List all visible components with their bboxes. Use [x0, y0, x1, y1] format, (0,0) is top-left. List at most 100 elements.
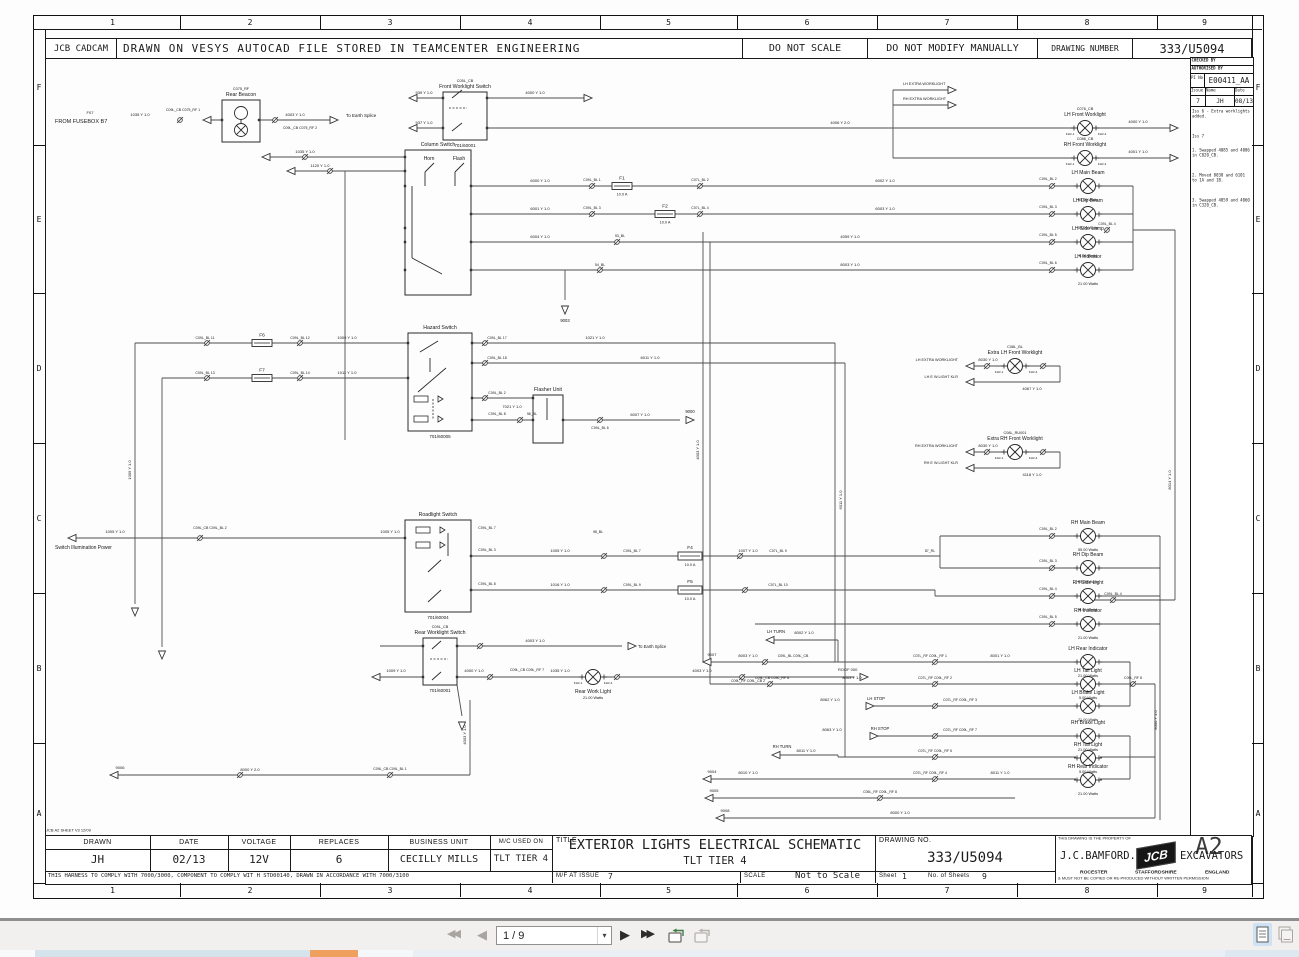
- sheet-size-code: A2: [1195, 834, 1223, 860]
- title-block-line: [290, 835, 291, 871]
- wire-label: 4059 Y 1.0: [840, 234, 860, 239]
- grid-row-ref-right: D: [1252, 293, 1264, 444]
- lamp-rh-rear-indicator: [1074, 772, 1102, 788]
- voltage-label: VOLTAGE: [241, 838, 277, 846]
- wire-label: C09L_CB C09L_RF 7: [510, 668, 544, 672]
- wire-label: 1035 Y 1.0: [130, 112, 150, 117]
- lamp-rh-main-beam: [1074, 528, 1102, 544]
- wire-label: KLR-1: [1066, 132, 1075, 136]
- single-page-view-button[interactable]: [1253, 923, 1272, 946]
- wire-label: 4000 Y 1.0: [1128, 119, 1148, 124]
- strip-left-gap: [0, 950, 35, 957]
- page-dropdown-caret-icon[interactable]: ▾: [597, 927, 611, 944]
- component-detail: [431, 640, 442, 650]
- facing-pages-view-button[interactable]: [1276, 923, 1295, 946]
- first-page-button[interactable]: ◀◀: [447, 928, 461, 940]
- pin: [406, 376, 410, 380]
- wire-label: 1005 Y 1.0: [105, 529, 125, 534]
- lamp-code: C086_CB: [1077, 137, 1094, 141]
- lamp-watts: 21.00 Watts: [583, 696, 603, 700]
- diode-symbol: [437, 395, 444, 403]
- wire-label: 4003 Y 1.0: [285, 112, 305, 117]
- lamp-lh-rear-indicator: [1074, 654, 1102, 670]
- terminal-arrow-9003: [560, 305, 570, 316]
- grid-col-ref-bottom: 3: [320, 883, 461, 897]
- wire-label: 8000 Y 1.0: [1153, 710, 1158, 730]
- wire-label: KLR-1: [995, 370, 1004, 374]
- lamp-label: LH Side Lamp: [1072, 226, 1104, 232]
- wire-label: C07L_BL 10: [768, 583, 787, 587]
- component-code: C09L_CB: [432, 625, 449, 629]
- extract-page-icon[interactable]: [692, 927, 712, 944]
- lamp-watts: 55.00 Watts: [1078, 580, 1098, 584]
- insert-page-icon[interactable]: [666, 927, 686, 944]
- sheet-label: Sheet: [879, 873, 897, 879]
- connector-symbol: [481, 339, 489, 347]
- issue-value: 7: [1191, 96, 1206, 106]
- header-brand: JCB CADCAM: [46, 39, 117, 58]
- grid-col-ref-bottom: 7: [877, 883, 1018, 897]
- wire-label: C09L_BL 12: [290, 336, 309, 340]
- sheet-template-note: JCB A2 SHEET V3 12/09: [46, 828, 91, 833]
- terminal-arrow-9008: [714, 813, 725, 823]
- grid-col-ref-top: 8: [1017, 15, 1158, 29]
- property-note: THIS DRAWING IS THE PROPERTY OF: [1058, 836, 1131, 841]
- fuse-label: F4: [687, 545, 693, 551]
- terminal-arrow-lh-stop: [865, 701, 876, 711]
- wire-label: 8003 Y 1.0: [840, 262, 860, 267]
- lamp-watts: 55.00 Watts: [1078, 548, 1098, 552]
- wire-label: C07L_BL 4: [691, 206, 708, 210]
- connector-symbol: [931, 702, 939, 710]
- grid-col-ref-bottom: 1: [45, 883, 181, 897]
- component-detail: [454, 162, 465, 173]
- connector-symbol: [761, 658, 769, 666]
- page-number-input[interactable]: 1 / 9 ▾: [496, 926, 612, 945]
- next-page-button[interactable]: ▶: [620, 927, 630, 942]
- grid-row-ref-left: C: [33, 443, 45, 594]
- wire-label: 1009 Y 1.0: [337, 335, 357, 340]
- wire-label: 1005 Y 1.0: [550, 548, 570, 553]
- component-part-number: 701/60001: [454, 143, 476, 148]
- connector-symbol: [486, 673, 494, 681]
- voltage-value: 12V: [249, 852, 269, 866]
- terminal-arrow-rh-extra-worklight: [947, 100, 958, 110]
- terminal-label: 9000: [685, 409, 695, 414]
- component-label: Roadlight Switch: [419, 512, 458, 518]
- component-label: Rear Beacon: [226, 92, 256, 98]
- permission-note: & MUST NOT BE COPIED OR RE-PRODUCED WITH…: [1058, 876, 1209, 881]
- lamp-watts: 21.00 Watts: [1078, 748, 1098, 752]
- fuse-label: F7: [259, 368, 265, 374]
- wire-label: C09L_BL 7: [478, 526, 495, 530]
- component-detail: [424, 162, 435, 173]
- lamp-watts: 5.00 Watts: [1079, 696, 1097, 700]
- wire-label: C09L_BL 3: [1039, 205, 1056, 209]
- wire-label: C09L_BL 3: [478, 548, 495, 552]
- pin: [531, 396, 535, 400]
- connector-symbol: [696, 210, 704, 218]
- address-staffordshire: STAFFORDSHIRE: [1135, 869, 1177, 875]
- wire-label: 6001 Y 1.0: [530, 206, 550, 211]
- grid-col-ref-top: 1: [45, 15, 181, 29]
- wire-label: Flash: [453, 156, 465, 162]
- authorised-by-label: AUTHORISED BY: [1191, 66, 1223, 71]
- terminal-label: RH EXTRA WORKLIGHT: [915, 444, 959, 448]
- connector-symbol: [203, 374, 211, 382]
- header-note: DRAWN ON VESYS AUTOCAD FILE STORED IN TE…: [117, 39, 743, 58]
- pin: [257, 118, 261, 122]
- checked-by-label: CHECKED BY: [1191, 58, 1216, 63]
- lamp-watts: 55.00 Watts: [1078, 226, 1098, 230]
- terminal-arrow: [157, 650, 167, 661]
- mf-at-issue-label: M/F AT ISSUE: [556, 873, 600, 879]
- last-page-button[interactable]: ▶▶: [641, 928, 655, 940]
- title-block-line: [388, 835, 389, 871]
- wire-label: 4067 Y 1.0: [1022, 386, 1042, 391]
- component-detail: [427, 589, 442, 603]
- page-indicator[interactable]: 1 / 9: [503, 929, 525, 942]
- lamp-lh-brake-light: [1074, 698, 1102, 714]
- connector-symbol: [326, 167, 334, 175]
- lamp-label: LH Indicator: [1075, 254, 1102, 260]
- wire-label: 4000 Y 1.0: [464, 668, 484, 673]
- previous-page-button[interactable]: ◀: [477, 927, 487, 942]
- drawing-header-strip: JCB CADCAM DRAWN ON VESYS AUTOCAD FILE S…: [45, 38, 1252, 59]
- revision-note: 1. Swapped 4085 and 4086 in C820_CB.: [1192, 148, 1250, 158]
